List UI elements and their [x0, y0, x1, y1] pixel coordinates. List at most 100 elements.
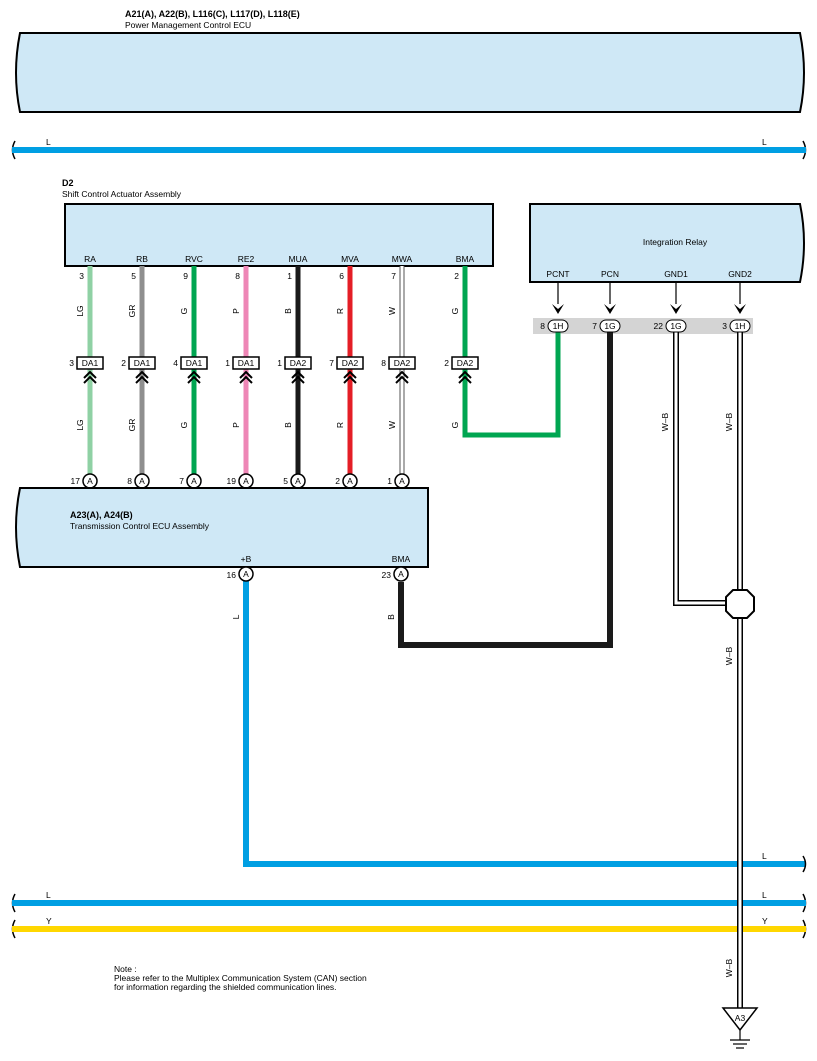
wire-label: L	[762, 851, 767, 861]
bus-label-left: L	[46, 137, 51, 147]
tcm-code: A23(A), A24(B)	[70, 510, 133, 520]
note-title: Note :	[114, 964, 137, 974]
wire-label: W–B	[724, 646, 734, 665]
chevron-icon	[291, 370, 305, 379]
wire-label: R	[335, 422, 345, 428]
connector-label: DA1	[134, 358, 151, 368]
tcm-pin: 2	[335, 476, 340, 486]
relay-pin: 3	[722, 321, 727, 331]
wire-label: B	[386, 614, 396, 620]
relay-conn-label: 1H	[553, 321, 564, 331]
wire-label: GR	[127, 305, 137, 318]
connector-pin: 4	[173, 358, 178, 368]
tcm-pin: 19	[227, 476, 237, 486]
actuator-name: Shift Control Actuator Assembly	[62, 189, 182, 199]
chevron-icon	[135, 370, 149, 379]
connector-pin: 8	[381, 358, 386, 368]
actuator-wires: RA3LGLGDA13A17RARB5GRGRDA12A8RBRVC9GGDA1…	[69, 254, 479, 501]
connector-label: DA2	[394, 358, 411, 368]
chevron-icon	[395, 370, 409, 379]
actuator-term-label: MVA	[341, 254, 359, 264]
tcm-pin: 23	[382, 570, 392, 580]
actuator-term-label: MWA	[392, 254, 413, 264]
tcm-conn-letter: A	[347, 476, 353, 486]
wire-label: LG	[75, 419, 85, 430]
chevron-icon	[458, 375, 472, 384]
wire-label: L	[231, 614, 241, 619]
connector-box	[284, 356, 312, 370]
relay-pin: 8	[540, 321, 545, 331]
relay-conn-label: 1G	[670, 321, 681, 331]
actuator-term-label: RVC	[185, 254, 203, 264]
connector-box	[336, 356, 364, 370]
wire-plus-b-blue	[243, 580, 806, 867]
actuator-pin: 7	[391, 271, 396, 281]
relay-term-pcnt: PCNT	[546, 269, 570, 314]
ground-point-label: A3	[735, 1013, 746, 1023]
actuator-wire-mwa: MWA7WWDA28A1MWA	[381, 254, 416, 501]
chevron-icon	[239, 375, 253, 384]
wire-label: P	[231, 308, 241, 314]
pm-ecu-name: Power Management Control ECU	[125, 20, 251, 30]
pm-ecu-box	[15, 32, 805, 113]
chevron-icon	[343, 375, 357, 384]
tcm-bma: BMA 23 A B	[382, 554, 411, 620]
ground-icon: A3	[721, 1007, 759, 1049]
actuator-term-label: MUA	[289, 254, 308, 264]
note-line2: for information regarding the shielded c…	[114, 982, 337, 992]
wire-pcnt-green	[462, 326, 561, 438]
wire-label: W–B	[724, 412, 734, 431]
tcm-pin: 5	[283, 476, 288, 486]
connector-box	[76, 356, 104, 370]
relay-conn-gnd2: 3 1H	[722, 319, 751, 333]
relay-term-gnd1: GND1	[664, 269, 688, 314]
actuator-pin: 3	[79, 271, 84, 281]
tcm-box	[15, 487, 429, 568]
actuator-pin: 2	[454, 271, 459, 281]
relay-connector-bar	[533, 318, 753, 334]
tcm-conn-letter: A	[87, 476, 93, 486]
chevron-icon	[135, 375, 149, 384]
tcm-name: Transmission Control ECU Assembly	[70, 521, 210, 531]
actuator-code: D2	[62, 178, 74, 188]
tcm-conn-letter: A	[243, 476, 249, 486]
pm-ecu-code: A21(A), A22(B), L116(C), L117(D), L118(E…	[125, 9, 300, 19]
bus-label-right: L	[762, 137, 767, 147]
relay-term-name: PCN	[601, 269, 619, 279]
tcm-pin: 16	[227, 570, 237, 580]
tcm-term-label: BMA	[392, 554, 411, 564]
tcm-plus-b: +B 16 A L L	[227, 554, 807, 873]
chevron-icon	[187, 370, 201, 379]
wire-label: G	[179, 308, 189, 315]
wire-gnd1-wb	[673, 326, 728, 606]
relay-term-name: GND2	[728, 269, 752, 279]
connector-box	[180, 356, 208, 370]
chevron-icon	[187, 375, 201, 384]
connector-box	[232, 356, 260, 370]
wire-label: B	[283, 308, 293, 314]
actuator-wire-rvc: RVC9GGDA14A7VC	[173, 254, 208, 501]
bus-y: Y Y	[11, 916, 807, 939]
tcm-conn-letter: A	[399, 476, 405, 486]
tcm-conn-letter: A	[295, 476, 301, 486]
relay-pin: 7	[592, 321, 597, 331]
relay-box	[529, 203, 805, 283]
chevron-icon	[83, 375, 97, 384]
wire-label: W	[387, 307, 397, 315]
relay-term-name: PCNT	[546, 269, 569, 279]
wire-label: P	[231, 422, 241, 428]
bus-label-left: Y	[46, 916, 52, 926]
chevron-icon	[395, 375, 409, 384]
actuator-term-label: RB	[136, 254, 148, 264]
wire-pcn-black	[398, 326, 613, 648]
connector-label: DA1	[186, 358, 203, 368]
tcm-conn-letter: A	[398, 569, 404, 579]
tcm-pin: 8	[127, 476, 132, 486]
relay-conn-pcn: 7 1G	[592, 319, 621, 333]
connector-pin: 3	[69, 358, 74, 368]
tcm-pin: 1	[387, 476, 392, 486]
relay-conn-pcnt: 8 1H	[540, 319, 569, 333]
tcm-conn-letter: A	[139, 476, 145, 486]
relay-conn-label: 1H	[735, 321, 746, 331]
wire-label: W	[387, 421, 397, 429]
